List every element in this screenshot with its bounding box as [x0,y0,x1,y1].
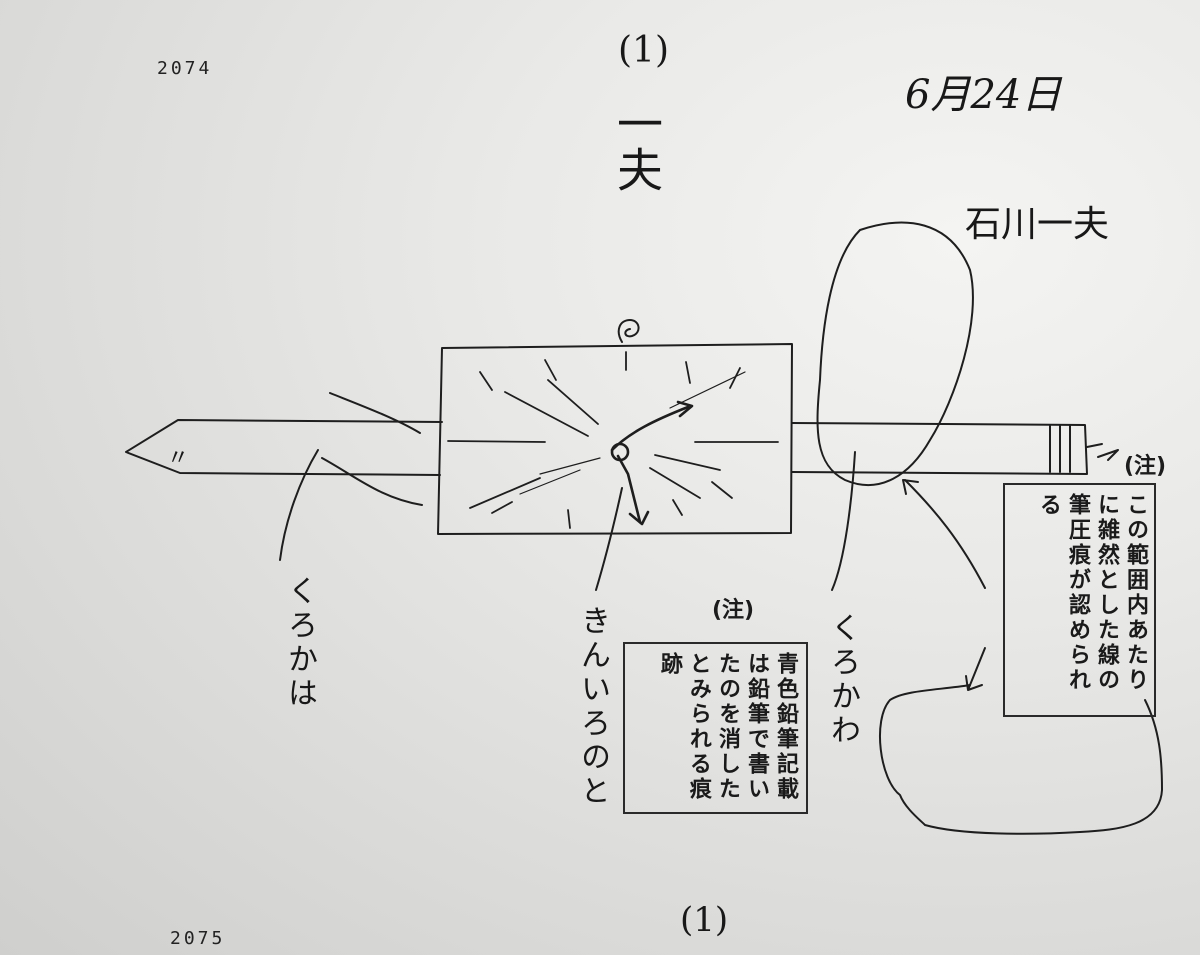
page-number-bottom: 2075 [170,928,226,949]
watch-crown [617,319,640,343]
dial-marks [447,351,779,529]
watch-case [437,343,793,535]
center-note-heading: (注) [712,598,755,623]
left-strap-label: くろかは [282,575,317,711]
page-number-top: 2074 [157,58,213,79]
left-strap [125,419,443,476]
right-strap [791,422,1088,475]
scribble-oval [816,221,974,486]
header-mark: (1) [618,30,669,71]
strap-mark: 〃 [167,446,190,471]
center-note-box: 青色鉛筆記載は鉛筆で書いたのを消したとみられる痕跡 [623,642,808,814]
left-strap-pointer [279,449,319,561]
footer-mark: (1) [680,900,729,940]
right-strap-pointer [831,451,856,591]
watch-hands [610,400,694,526]
dial-item-pointer [595,487,623,591]
right-note-heading: (注) [1124,454,1167,479]
first-name: 一夫 [610,100,664,192]
scribble-lower [879,684,1163,835]
right-note-box: この範囲内あたりに雑然とした線の筆圧痕が認められる [1003,483,1156,717]
full-name: 石川一夫 [965,204,1110,245]
right-strap-label: くろかわ [825,612,860,748]
date: 6月24日 [905,72,1062,118]
dial-item-label: きんいろのと [575,605,610,809]
